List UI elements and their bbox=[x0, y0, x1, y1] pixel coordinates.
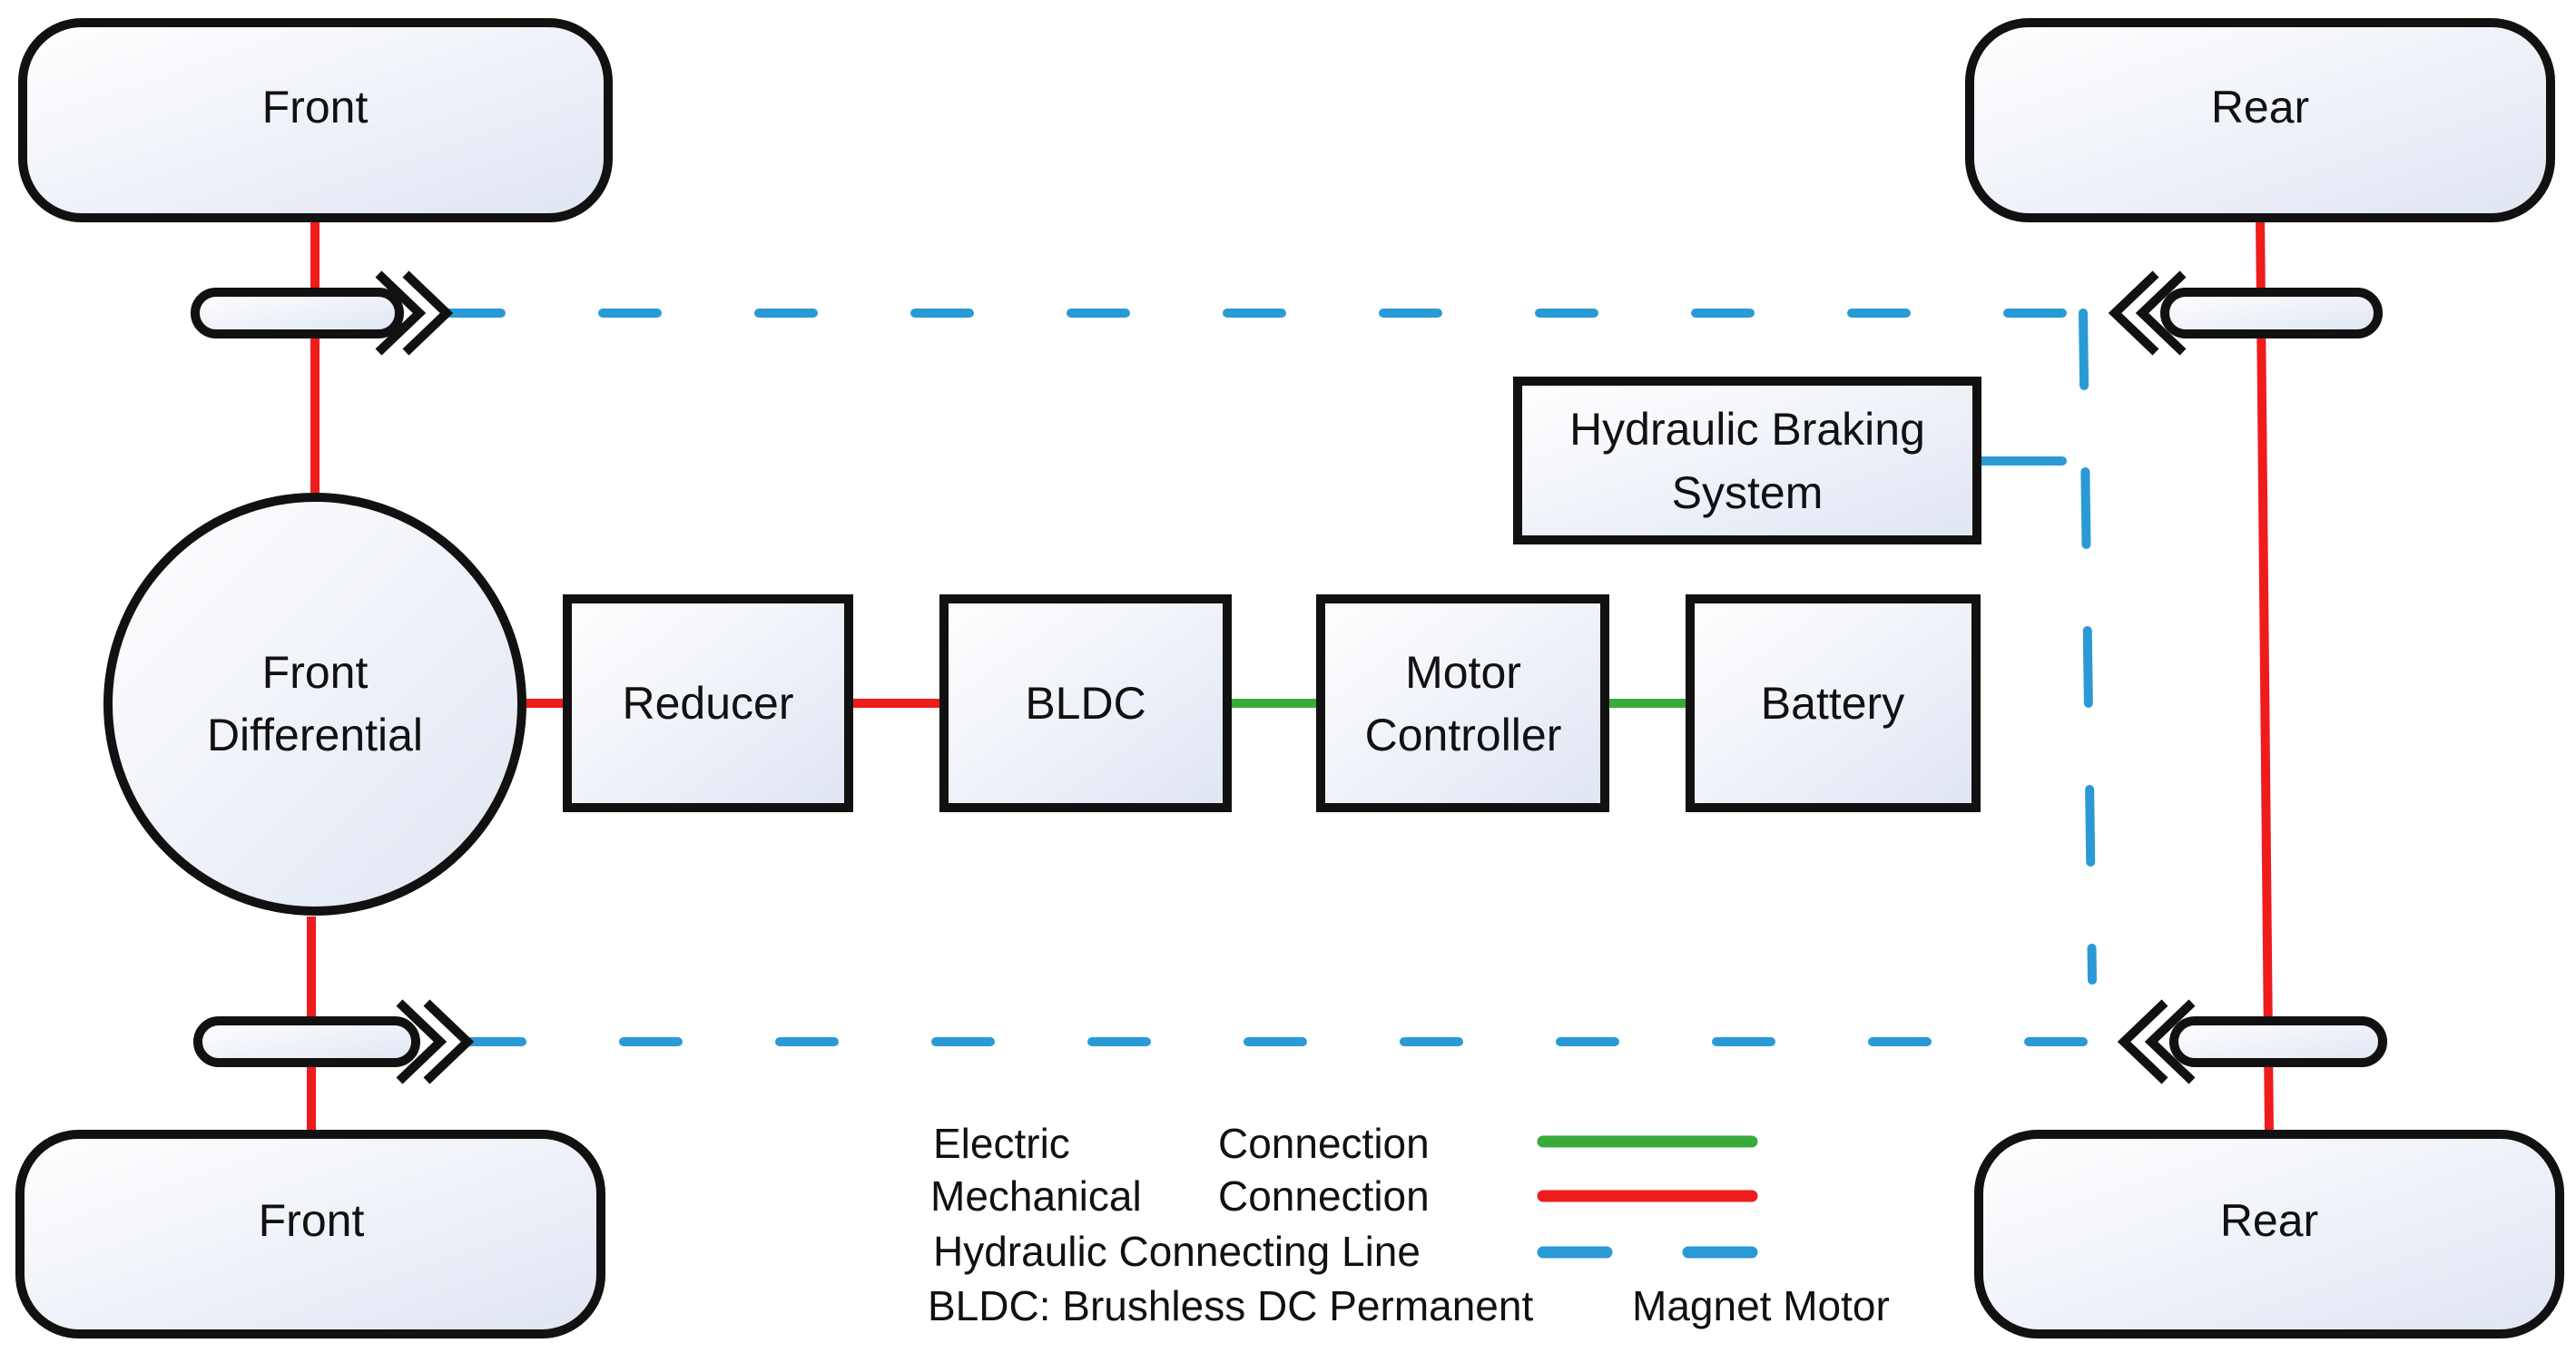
wheel-rear-bottom-label: Rear bbox=[2220, 1195, 2318, 1246]
legend-hydraulic-label: Hydraulic Connecting Line bbox=[933, 1228, 1421, 1275]
motor-controller-box: Motor Controller bbox=[1316, 594, 1609, 812]
wheel-front-top: Front bbox=[18, 18, 613, 222]
reducer-box: Reducer bbox=[563, 594, 853, 812]
bldc-box: BLDC bbox=[939, 594, 1232, 812]
brake-arrow-front-top bbox=[191, 270, 454, 356]
hydraulic-braking-system-box: Hydraulic Braking System bbox=[1513, 377, 1981, 544]
front-differential-shape bbox=[103, 493, 526, 916]
hydraulic-lines bbox=[442, 309, 2129, 1046]
front-differential-label-line2: Differential bbox=[207, 710, 423, 760]
brake-arrow-front-bottom bbox=[193, 999, 475, 1084]
brake-arrow-rear-top bbox=[2108, 270, 2383, 356]
wheel-front-top-label: Front bbox=[262, 82, 369, 132]
wheel-front-top-shape bbox=[18, 18, 613, 222]
front-differential-label-line1: Front bbox=[262, 647, 369, 698]
hydraulic-braking-label-line2: System bbox=[1672, 467, 1824, 518]
legend-bldc-note-part2: Magnet Motor bbox=[1632, 1282, 1890, 1329]
motor-controller-label-line1: Motor bbox=[1405, 647, 1521, 698]
motor-controller-label-line2: Controller bbox=[1365, 710, 1562, 760]
wheel-front-bottom-shape bbox=[15, 1130, 605, 1338]
legend-mechanical-connection: Connection bbox=[1218, 1172, 1430, 1220]
brake-arrow-rear-bottom bbox=[2117, 999, 2387, 1084]
wheel-rear-bottom: Rear bbox=[1974, 1130, 2564, 1338]
wheel-rear-top-label: Rear bbox=[2211, 82, 2309, 132]
front-differential: Front Differential bbox=[103, 493, 526, 916]
legend: Electric Connection Mechanical Connectio… bbox=[928, 1120, 1890, 1329]
wheel-front-bottom: Front bbox=[15, 1130, 605, 1338]
wheel-rear-top-shape bbox=[1965, 18, 2555, 222]
battery-box: Battery bbox=[1686, 594, 1981, 812]
wheel-rear-bottom-shape bbox=[1974, 1130, 2564, 1338]
rear-axle-line bbox=[2256, 217, 2274, 1137]
reducer-label: Reducer bbox=[623, 678, 794, 729]
legend-electric-word: Electric bbox=[933, 1120, 1070, 1167]
legend-electric-connection: Connection bbox=[1218, 1120, 1430, 1167]
legend-mechanical-word: Mechanical bbox=[930, 1172, 1142, 1220]
hydraulic-vertical-line bbox=[2079, 309, 2097, 985]
wheel-front-bottom-label: Front bbox=[259, 1195, 365, 1246]
battery-label: Battery bbox=[1761, 678, 1904, 729]
wheel-rear-top: Rear bbox=[1965, 18, 2555, 222]
mechanical-connections bbox=[307, 217, 2274, 1137]
legend-bldc-note-part1: BLDC: Brushless DC Permanent bbox=[928, 1282, 1533, 1329]
hydraulic-braking-label-line1: Hydraulic Braking bbox=[1569, 404, 1925, 455]
bldc-label: BLDC bbox=[1025, 678, 1145, 729]
